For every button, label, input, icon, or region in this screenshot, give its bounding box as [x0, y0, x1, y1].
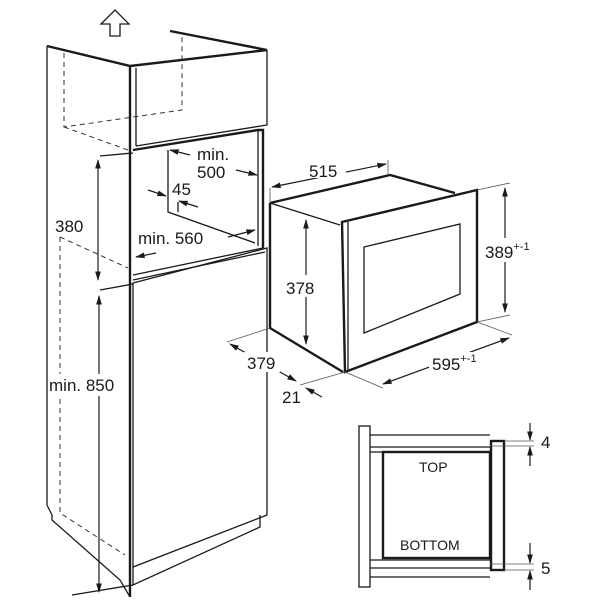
microwave-window: [363, 223, 461, 334]
tall-cabinet: [46, 29, 268, 598]
depth-label: 515: [309, 162, 337, 181]
base-height-label: min. 850: [49, 376, 114, 395]
width-label: 595+-1: [432, 353, 477, 374]
bottom-gap-label: 5: [541, 559, 550, 578]
niche-depth-value: 500: [197, 163, 225, 182]
body-height-label: 378: [286, 279, 314, 298]
top-label: TOP: [419, 459, 448, 475]
back-gap-label: 45: [172, 180, 191, 199]
cross-section-diagram: [358, 423, 534, 590]
top-gap-label: 4: [541, 433, 550, 452]
microwave-appliance: [226, 160, 513, 389]
niche-width-label: min. 560: [138, 229, 203, 248]
bottom-label: BOTTOM: [400, 537, 460, 553]
front-height-label: 389+-1: [485, 241, 530, 262]
niche-depth-label: min.: [197, 145, 229, 164]
frame-depth-label: 21: [282, 388, 301, 407]
vent-arrow-up-icon: [99, 9, 131, 37]
body-depth-label: 379: [247, 354, 275, 373]
niche-height-label: 380: [55, 217, 83, 236]
